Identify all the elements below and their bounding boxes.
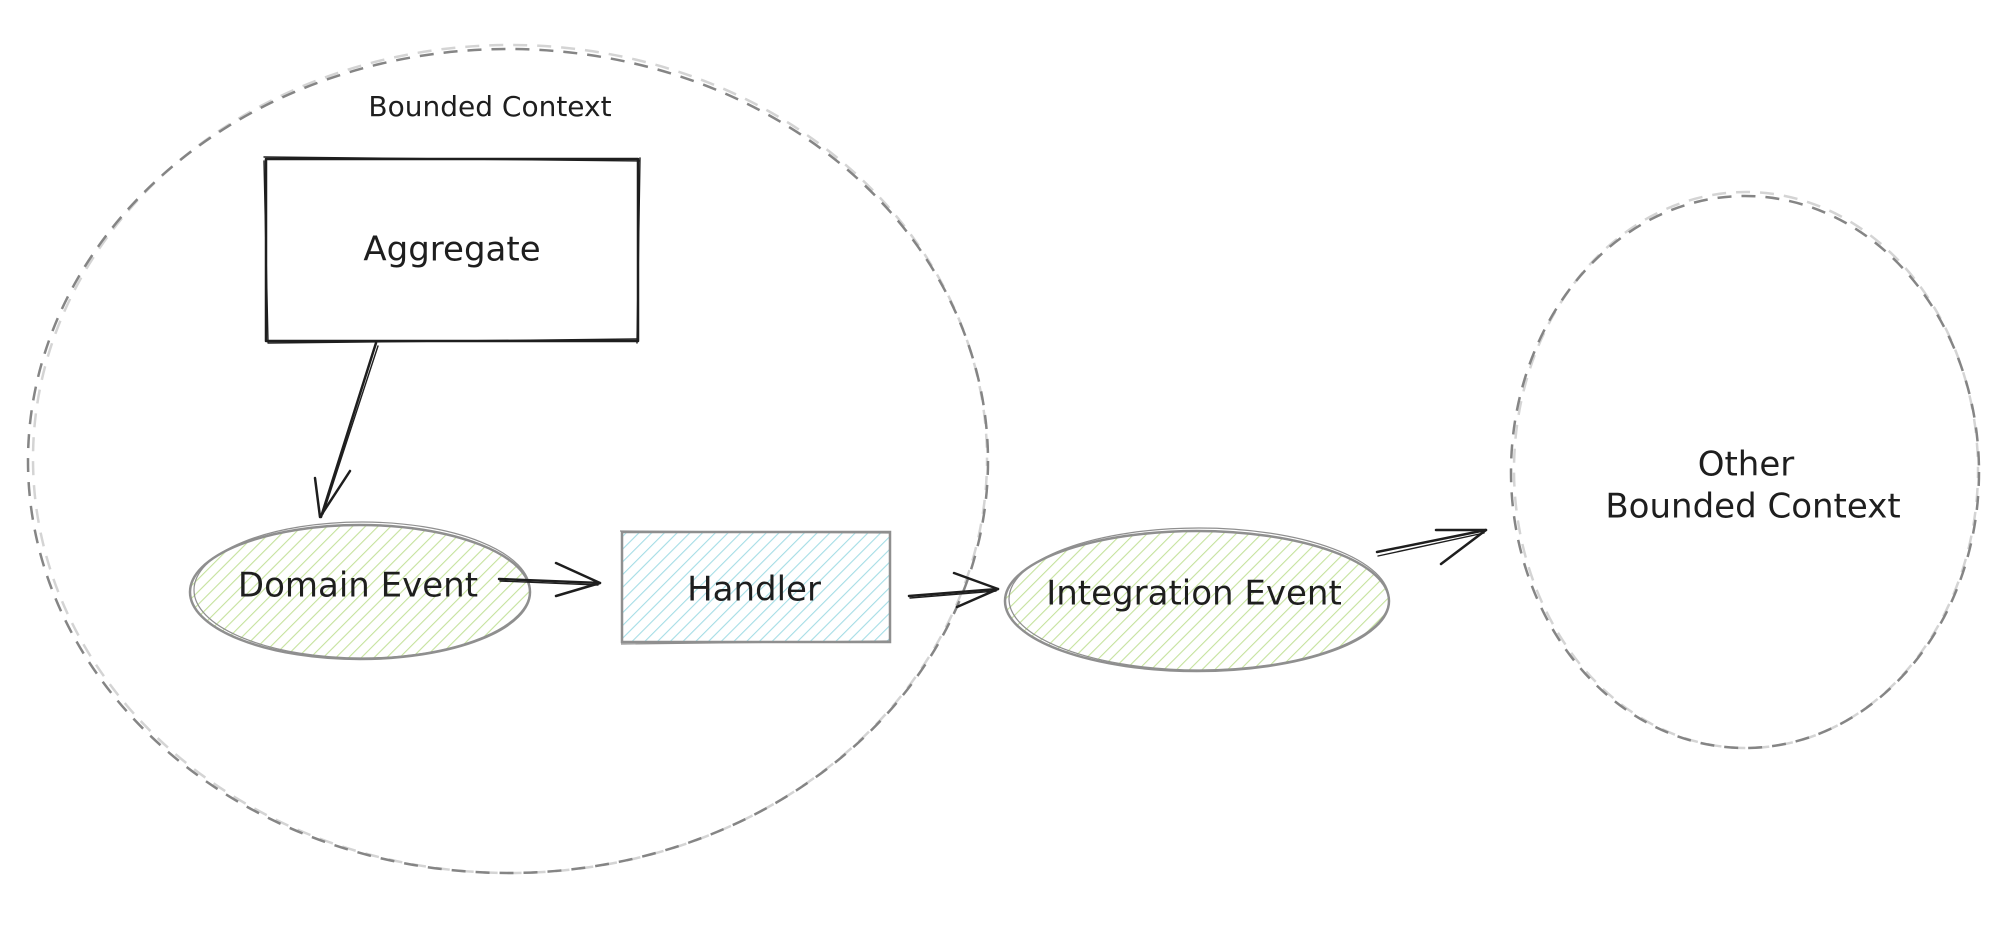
arrow-integration-event-to-other-context — [1375, 528, 1488, 566]
other-bounded-context-label-line1: Other — [1698, 445, 1795, 485]
aggregate-box — [263, 156, 641, 344]
handler-box — [619, 530, 892, 645]
arrow-handler-to-integration-event — [907, 571, 1000, 609]
domain-event-label: Domain Event — [238, 566, 478, 606]
handler-label: Handler — [687, 570, 821, 610]
other-bounded-context-label-line2: Bounded Context — [1605, 487, 1900, 527]
arrow-aggregate-to-domain-event — [313, 341, 379, 519]
domain-event-ellipse — [188, 521, 532, 661]
bounded-context-label: Bounded Context — [368, 90, 611, 123]
bounded-context-boundary — [26, 43, 990, 875]
aggregate-label: Aggregate — [363, 230, 540, 270]
integration-event-ellipse — [1003, 527, 1391, 673]
arrow-domain-event-to-handler — [497, 561, 602, 598]
integration-event-label: Integration Event — [1046, 574, 1342, 614]
other-bounded-context-boundary — [1509, 190, 1981, 750]
